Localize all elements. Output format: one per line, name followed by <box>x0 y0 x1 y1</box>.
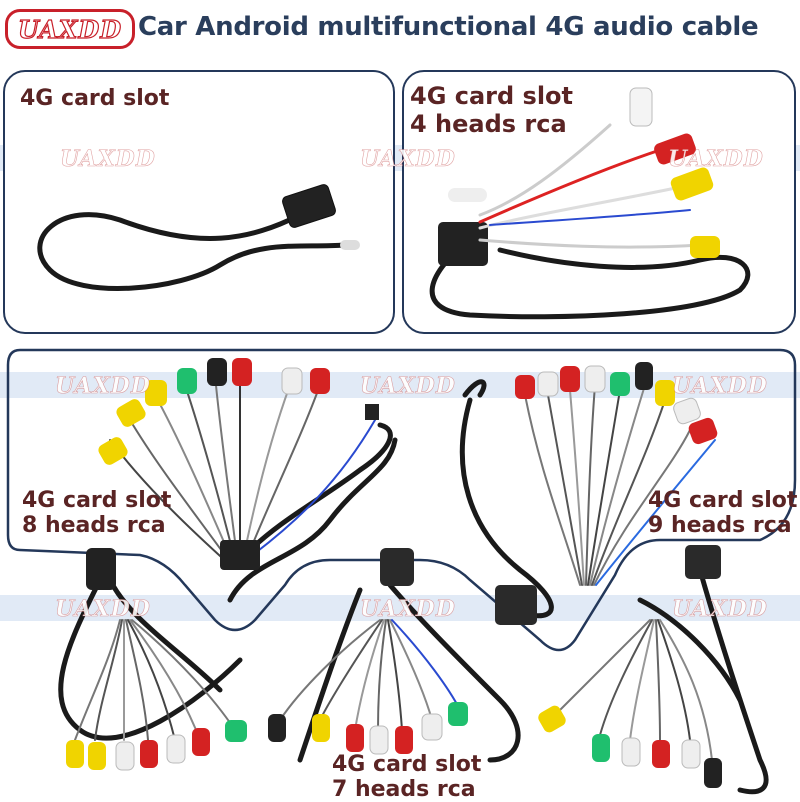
watermark: UAXDD <box>55 373 151 400</box>
watermark: UAXDD <box>360 373 456 400</box>
brand-logo: UAXDD <box>6 10 134 48</box>
watermark: UAXDD <box>672 596 768 623</box>
page-title: Car Android multifunctional 4G audio cab… <box>138 12 759 42</box>
panel-label: 4G card slot 8 heads rca <box>22 488 172 538</box>
watermark: UAXDD <box>55 596 151 623</box>
watermark: UAXDD <box>360 596 456 623</box>
panel-label: 4G card slot <box>20 86 170 111</box>
watermark: UAXDD <box>672 373 768 400</box>
panel-label: 4G card slot 4 heads rca <box>410 82 574 138</box>
panel-label: 4G card slot 9 heads rca <box>648 488 798 538</box>
panel-label: 4G card slot 7 heads rca <box>332 752 482 802</box>
watermark: UAXDD <box>60 146 156 173</box>
watermark: UAXDD <box>668 146 764 173</box>
watermark: UAXDD <box>360 146 456 173</box>
